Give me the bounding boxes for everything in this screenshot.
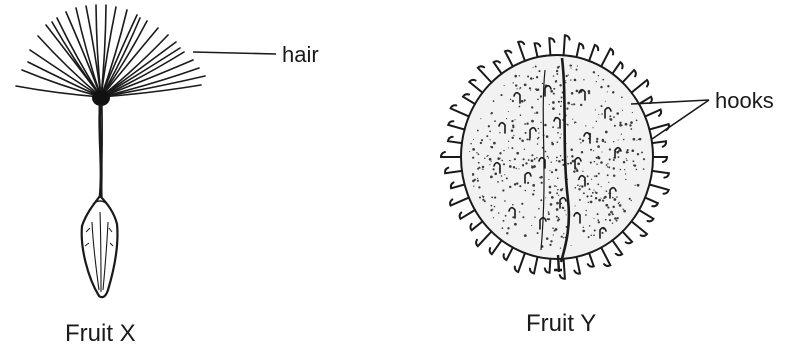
fruit-x-hairs — [16, 5, 205, 97]
fruit-x-stalk — [100, 104, 101, 198]
hair-label-line — [193, 52, 276, 54]
fruit-x-seed — [82, 196, 118, 297]
fruit-y-drawing — [441, 35, 709, 278]
hooks-label-line-2 — [652, 100, 709, 139]
fruit-x-caption: Fruit X — [65, 320, 136, 347]
fruit-x-drawing — [16, 5, 276, 297]
fruit-y-caption: Fruit Y — [526, 310, 596, 337]
hair-label: hair — [282, 42, 319, 67]
hooks-label: hooks — [715, 88, 774, 113]
fruit-x-hair-base — [92, 90, 110, 106]
